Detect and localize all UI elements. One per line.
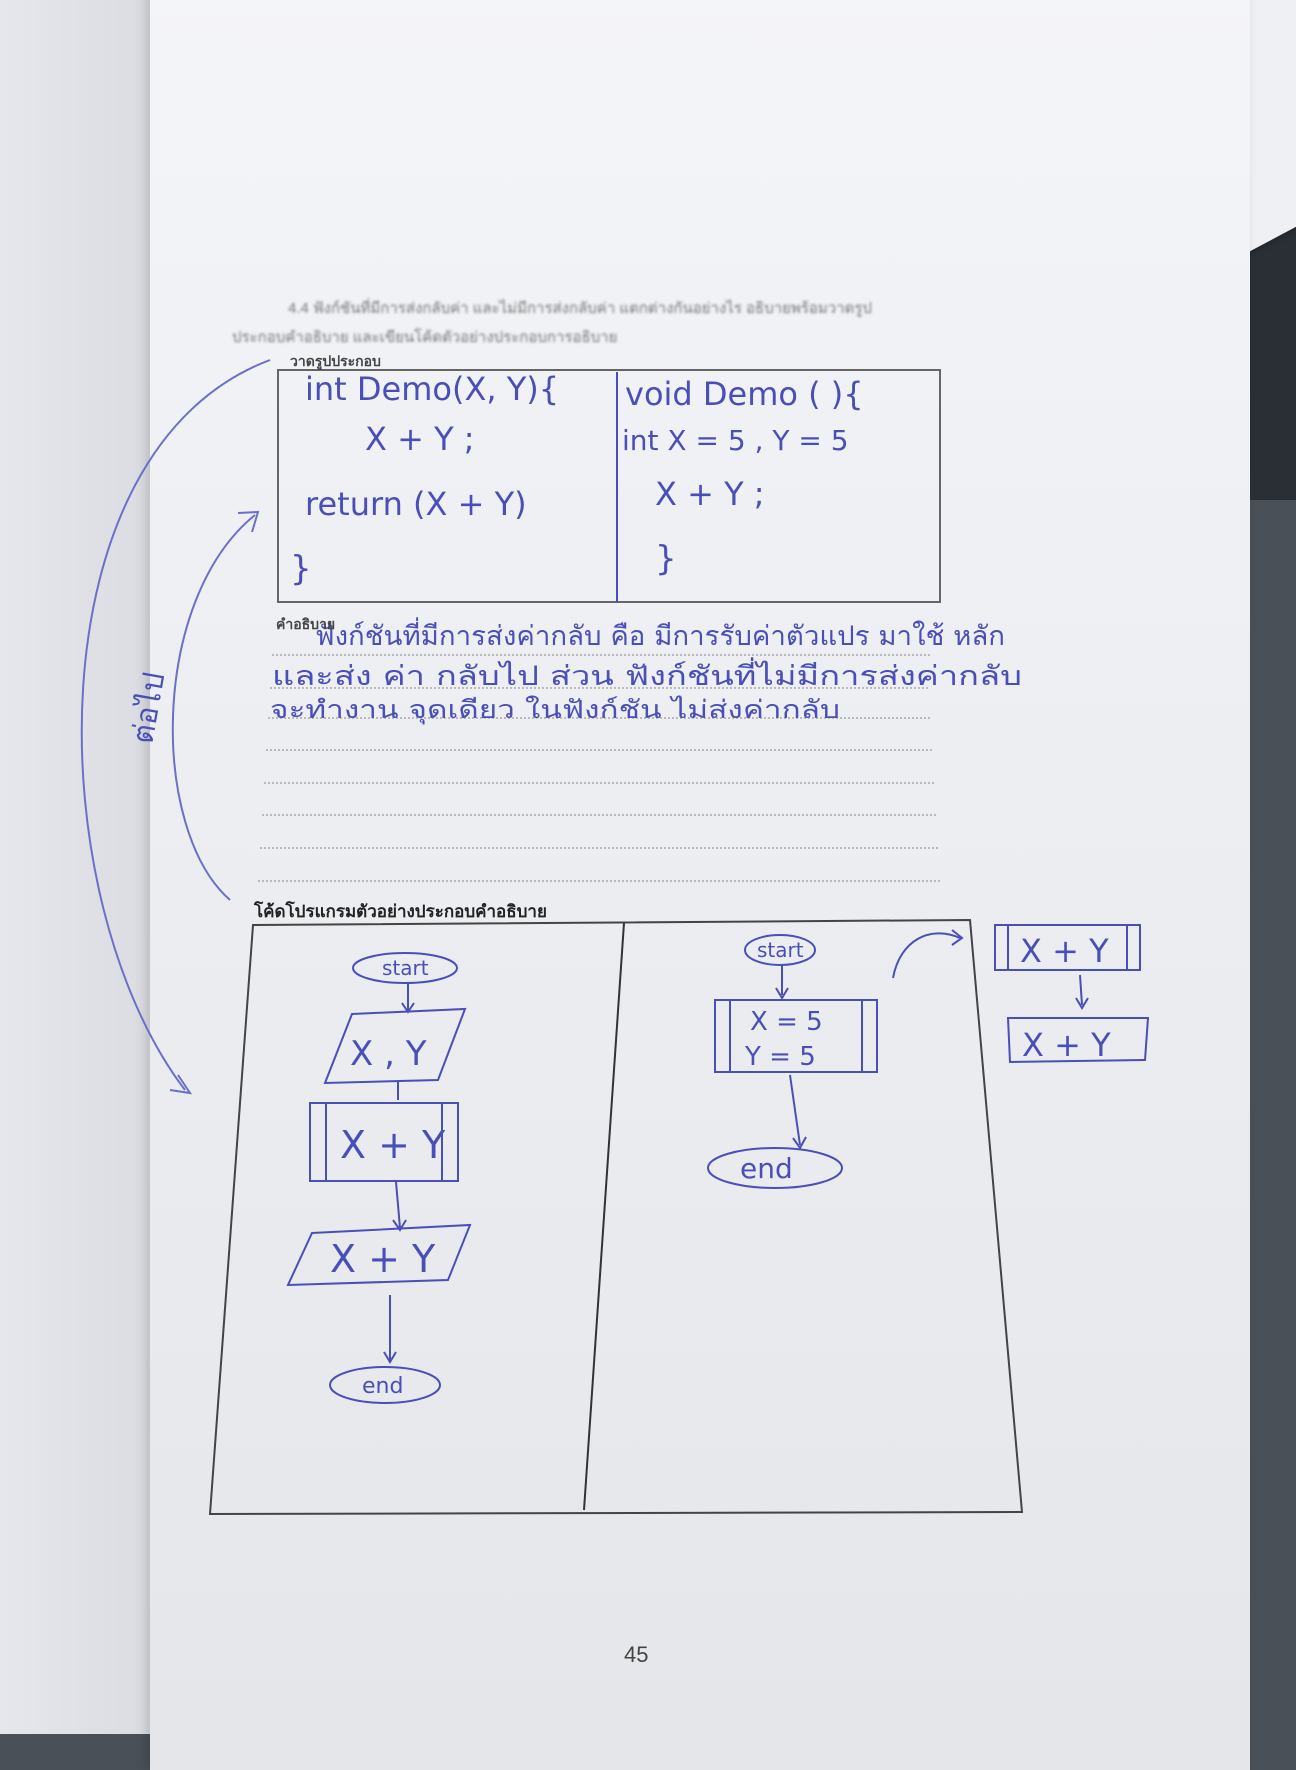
left-code-line-3: return (X + Y) xyxy=(305,485,527,523)
worksheet-page xyxy=(150,0,1250,1770)
left-code-line-1: int Demo(X, Y){ xyxy=(305,370,559,408)
flowchart-right xyxy=(994,924,1150,1064)
right-code-line-1: void Demo ( ){ xyxy=(625,375,864,413)
margin-arrow-down xyxy=(80,359,271,1091)
input-parallelogram xyxy=(323,1007,467,1085)
start-terminal xyxy=(352,952,458,984)
code-box-divider xyxy=(583,922,625,1511)
code-example-label: โค้ดโปรแกรมตัวอย่างประกอบคำอธิบาย xyxy=(254,902,547,921)
process-box xyxy=(714,999,878,1073)
process-box xyxy=(309,1102,459,1182)
flow-right-process: X + Y xyxy=(1020,932,1109,970)
output-box xyxy=(1006,1017,1150,1064)
question-text-continued: ประกอบคำอธิบาย และเขียนโค้ดตัวอย่างประกอ… xyxy=(232,329,618,346)
end-terminal xyxy=(329,1366,441,1404)
margin-arrow-up xyxy=(171,514,256,901)
flowchart-left xyxy=(286,952,472,1404)
arrow-head xyxy=(237,510,260,533)
flow-left-process: X + Y xyxy=(340,1123,446,1167)
drawing-label: วาดรูปประกอบ xyxy=(290,353,381,369)
margin-note: ต่อไป xyxy=(124,670,172,747)
process-box xyxy=(994,924,1141,971)
end-terminal xyxy=(707,1147,843,1189)
flow-mid-end: end xyxy=(740,1152,793,1185)
left-code-line-4: } xyxy=(290,549,312,589)
right-code-line-3: X + Y ; xyxy=(655,475,765,513)
flow-left-input: X , Y xyxy=(350,1034,427,1074)
right-code-line-2: int X = 5 , Y = 5 xyxy=(622,424,849,457)
explanation-line-3: จะทำงาน จุดเดียว ในฟังก์ชัน ไม่ส่งค่ากลั… xyxy=(270,695,840,725)
flow-mid-start: start xyxy=(757,938,804,962)
explanation-dotted-lines xyxy=(258,654,942,882)
flow-left-start: start xyxy=(382,956,429,980)
flow-left-end: end xyxy=(362,1374,403,1399)
explanation-line-2: และส่ง ค่า กลับไป ส่วน ฟังก์ชันที่ไม่มีก… xyxy=(272,657,1022,692)
page-number: 45 xyxy=(624,1642,649,1667)
arrow-head xyxy=(169,1074,193,1095)
right-code-line-4: } xyxy=(655,539,677,579)
flow-mid-y: Y = 5 xyxy=(744,1042,816,1072)
flow-left-output: X + Y xyxy=(330,1237,436,1281)
explanation-label: คำอธิบาย xyxy=(276,616,336,632)
flowchart-middle xyxy=(707,929,964,1189)
start-terminal xyxy=(744,934,816,966)
flow-mid-x: X = 5 xyxy=(750,1007,823,1037)
flow-right-output: X + Y xyxy=(1022,1026,1111,1064)
output-parallelogram xyxy=(286,1223,472,1287)
left-code-line-2: X + Y ; xyxy=(365,420,475,458)
connector-arrow xyxy=(892,932,961,979)
question-text: 4.4 ฟังก์ชันที่มีการส่งกลับค่า และไม่มีก… xyxy=(288,300,872,317)
code-box xyxy=(208,918,1024,1516)
explanation-line-1: ฟังก์ชันที่มีการส่งค่ากลับ คือ มีการรับค… xyxy=(315,617,1005,652)
drawing-box xyxy=(277,369,941,603)
worksheet-drawing: ต่อไป int Demo(X, Y){ X + Y ; return (X … xyxy=(80,359,1150,1516)
